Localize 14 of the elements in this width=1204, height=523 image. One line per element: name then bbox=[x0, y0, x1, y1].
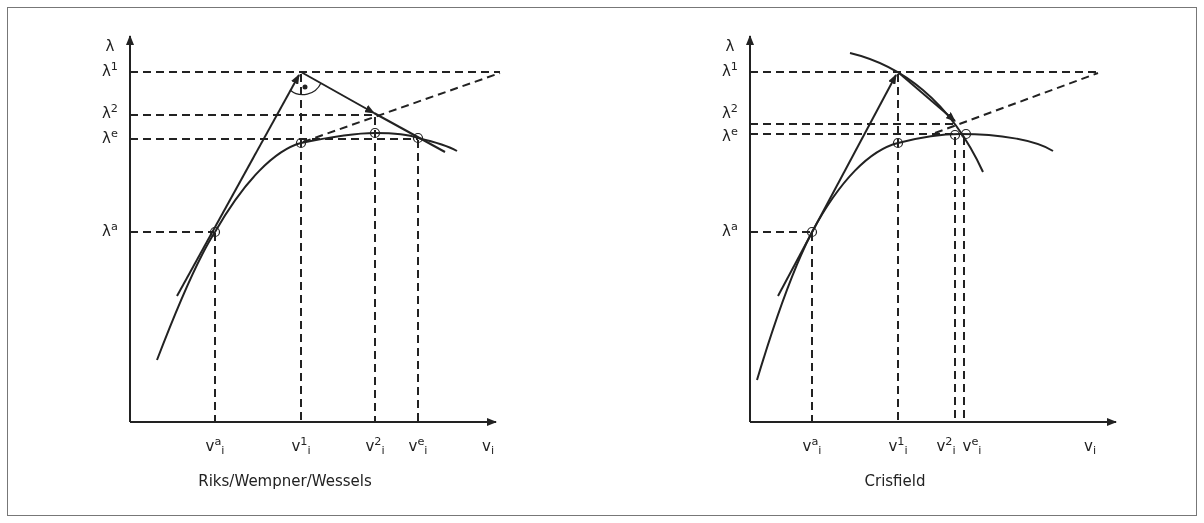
axis-tick-label: v$_{i}$ bbox=[482, 438, 494, 454]
axis-tick-label: λ$^{e}$ bbox=[722, 128, 738, 144]
axis-tick-label: λ$^{a}$ bbox=[722, 223, 738, 239]
axis-tick-label: λ$^{e}$ bbox=[102, 130, 118, 146]
axis-tick-label: λ$^{a}$ bbox=[102, 223, 118, 239]
axis-tick-label: λ$^{2}$ bbox=[101, 105, 119, 121]
axis-tick-label: v$_{i}$ bbox=[1084, 438, 1096, 454]
axis-label: λ bbox=[725, 38, 735, 54]
axis-label: λ bbox=[105, 38, 115, 54]
plot-caption: Crisfield bbox=[864, 470, 926, 492]
axis-tick-label: λ$^{1}$ bbox=[721, 63, 739, 79]
plot-caption: Riks/Wempner/Wessels bbox=[198, 470, 372, 492]
axis-tick-label: λ$^{2}$ bbox=[721, 105, 739, 121]
axis-tick-label: λ$^{1}$ bbox=[101, 63, 119, 79]
